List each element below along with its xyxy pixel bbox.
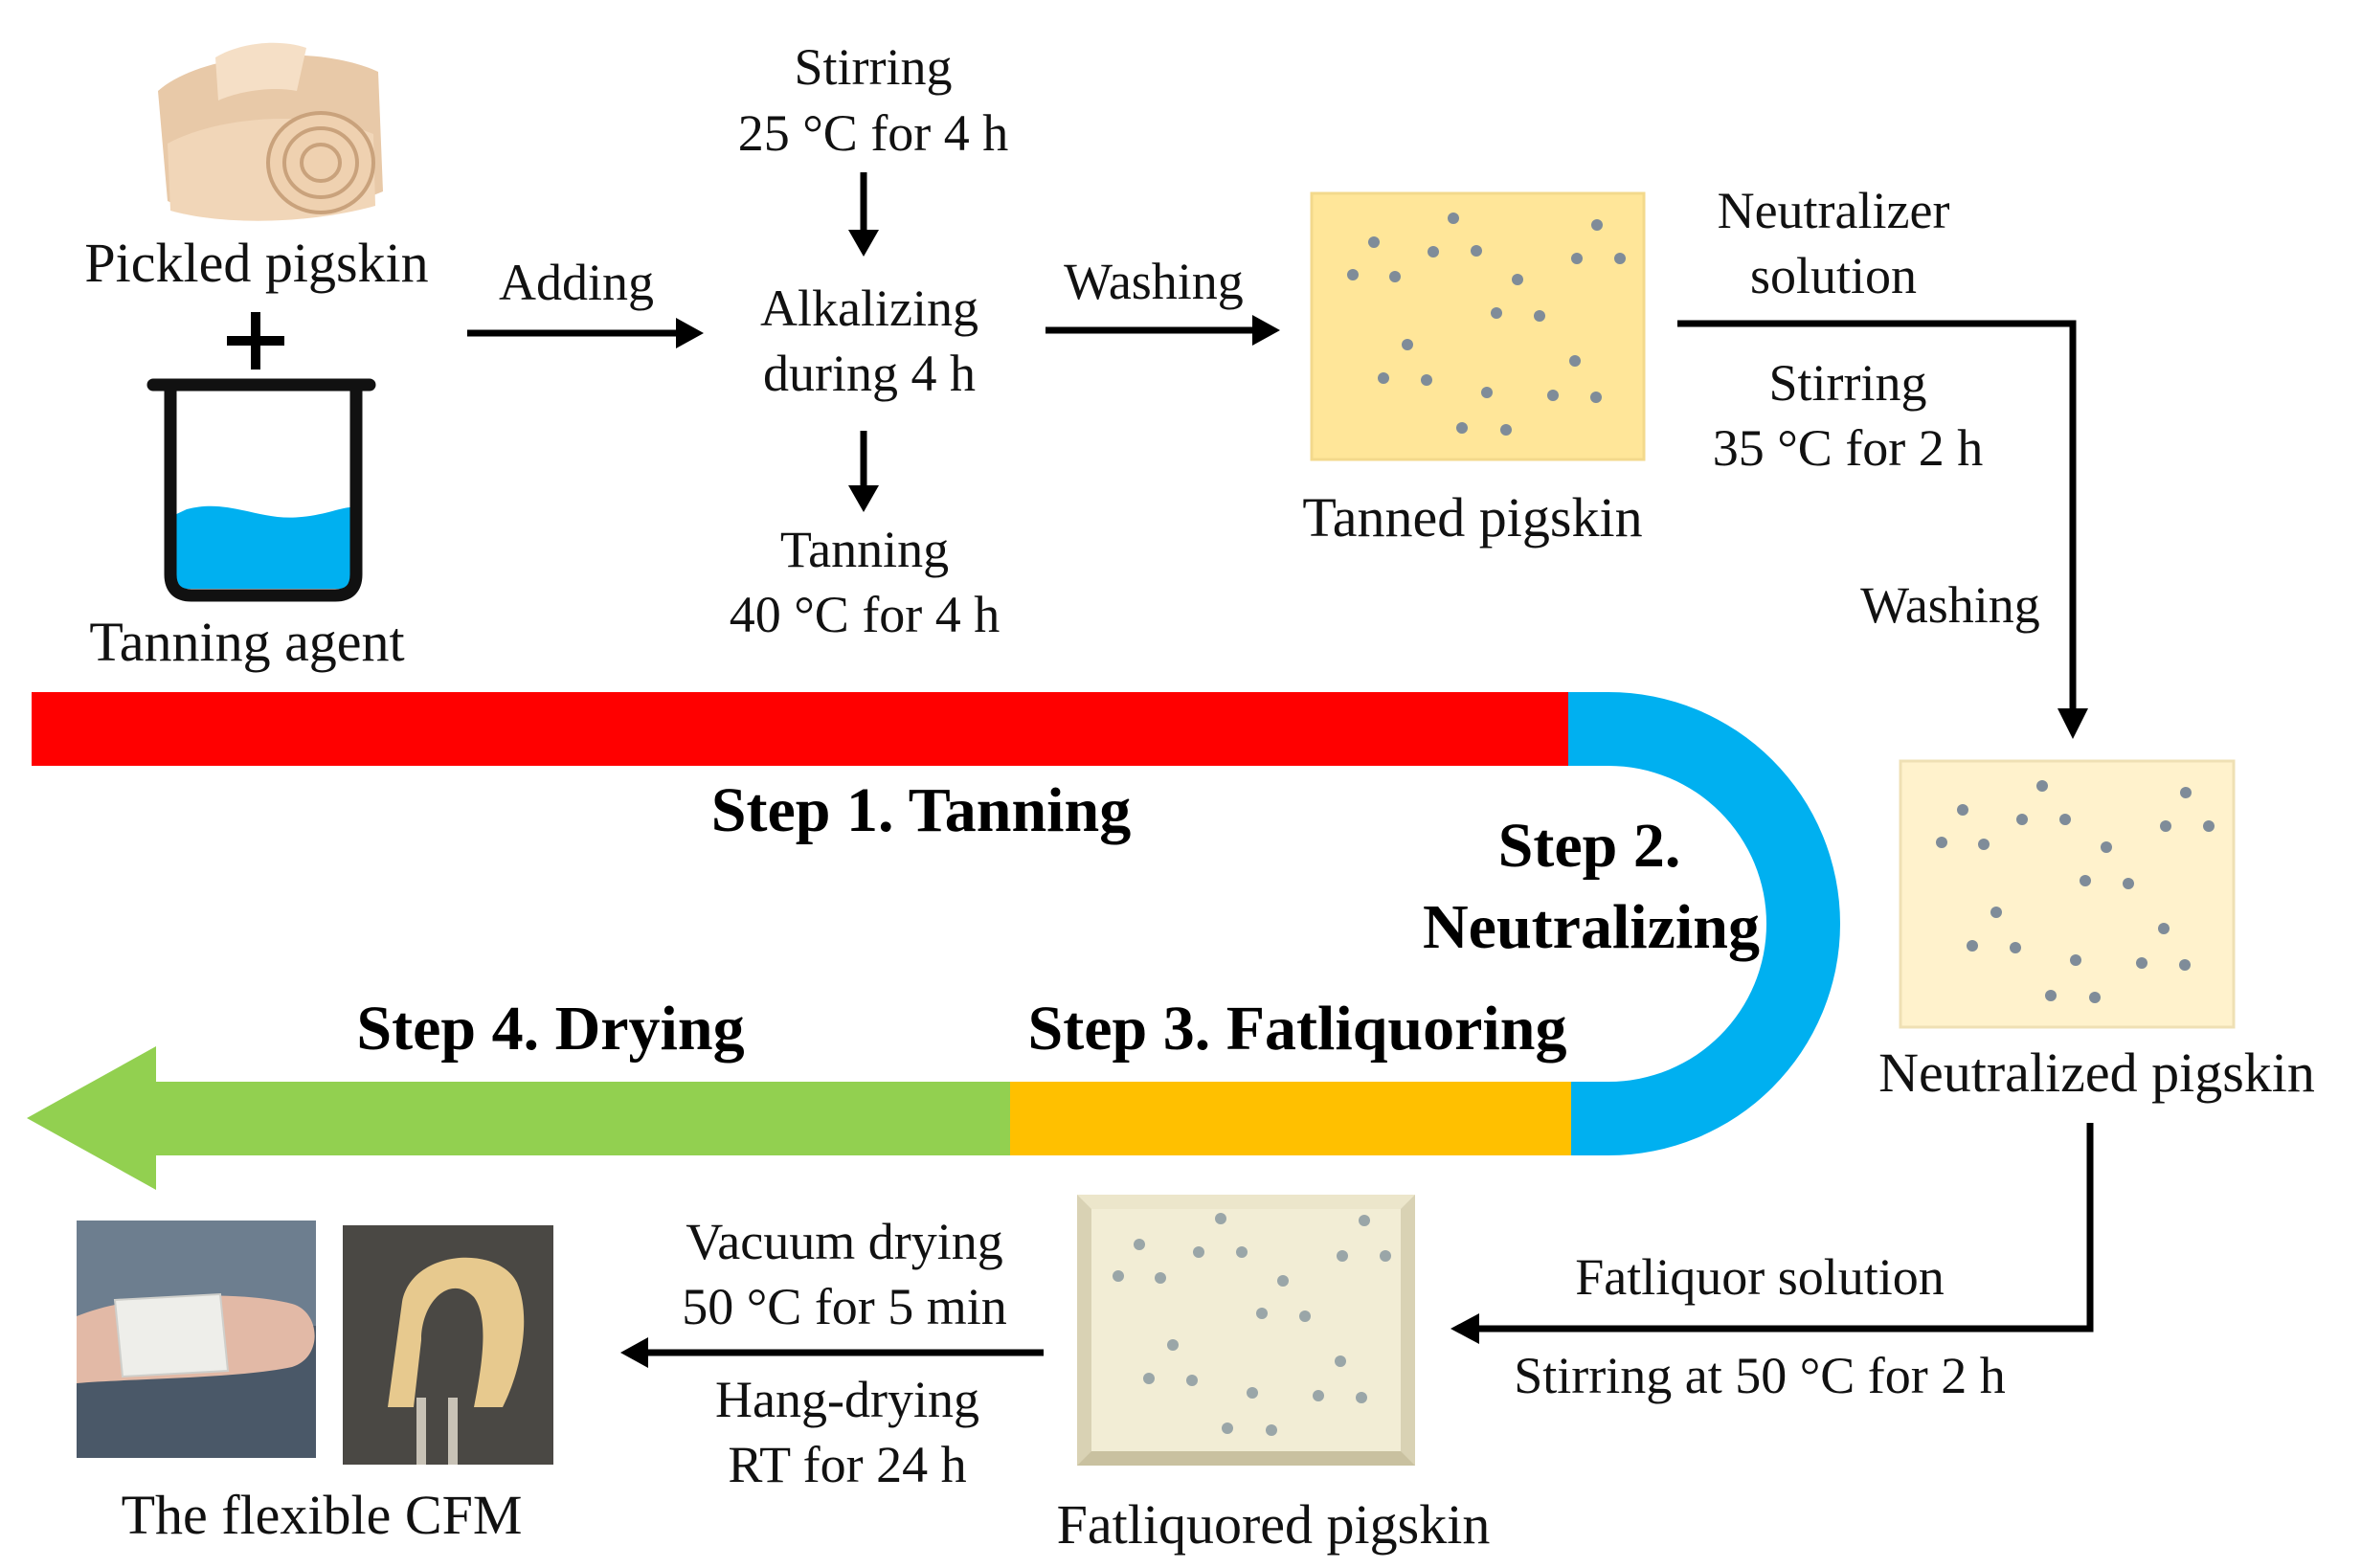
neutralizer-arrow [1677, 320, 2077, 708]
tanning-label: Tanning [780, 521, 949, 578]
neutralizer-arrowhead [2057, 708, 2088, 739]
step-band [27, 692, 1840, 1190]
fatliquoring-band [1008, 1082, 1571, 1155]
drying-arrow-band [27, 1046, 1010, 1190]
tanned-pigskin-dots [1347, 213, 1626, 436]
fatliquored-pigskin-label: Fatliquored pigskin [1057, 1493, 1491, 1556]
drying-arrowhead [620, 1337, 648, 1368]
neutralizer-solution-label: solution [1750, 247, 1917, 304]
rolled-pigskin-photo [158, 42, 383, 221]
pickled-pigskin-label: Pickled pigskin [84, 232, 428, 294]
washing-1-label: Washing [1064, 253, 1244, 310]
fatliquor-solution-label: Fatliquor solution [1575, 1248, 1945, 1306]
stirring-1-condition: 25 °C for 4 h [738, 104, 1009, 162]
fatliquor-arrow [1479, 1123, 2094, 1333]
neutralized-pigskin-label: Neutralized pigskin [1878, 1042, 2315, 1104]
stirring-1-label: Stirring [794, 38, 952, 96]
tanned-pigskin-label: Tanned pigskin [1302, 486, 1642, 549]
tanning-condition: 40 °C for 4 h [730, 586, 1001, 643]
washing-1-arrowhead [1252, 315, 1280, 346]
alkalizing-label: Alkalizing [760, 280, 978, 337]
plus-icon [227, 312, 284, 370]
stirring-fatliquor-label: Stirring at 50 °C for 2 h [1514, 1347, 2006, 1404]
tanning-down-arrowhead [848, 485, 879, 512]
bandaged-finger-photo [77, 1221, 316, 1458]
neutralizing-band [1568, 692, 1840, 1155]
hang-drying-condition: RT for 24 h [728, 1436, 966, 1493]
stirring-2-label: Stirring [1768, 354, 1926, 412]
neutralizer-label: Neutralizer [1718, 182, 1950, 239]
tanned-pigskin-square [1310, 191, 1646, 461]
fatliquor-arrowhead [1450, 1313, 1479, 1344]
alkalizing-duration: during 4 h [763, 345, 976, 402]
step-1-label: Step 1. Tanning [711, 775, 1131, 845]
vacuum-drying-label: Vacuum drying [686, 1213, 1002, 1270]
adding-arrowhead [676, 318, 704, 348]
step-3-label: Step 3. Fatliquoring [1028, 994, 1567, 1064]
step-4-label: Step 4. Drying [356, 994, 744, 1064]
fatliquored-pigskin-dots [1113, 1213, 1391, 1436]
hang-drying-label: Hang-drying [715, 1371, 979, 1428]
washing-2-label: Washing [1860, 576, 2040, 634]
beaker-icon [146, 378, 376, 602]
vacuum-drying-condition: 50 °C for 5 min [682, 1278, 1007, 1335]
step-2-label-line2: Neutralizing [1423, 892, 1760, 962]
adding-label: Adding [499, 254, 654, 311]
bent-cfm-photo [343, 1225, 553, 1465]
tanning-agent-label: Tanning agent [89, 611, 404, 673]
step-2-label-line1: Step 2. [1498, 811, 1681, 881]
stirring-down-arrowhead [848, 230, 879, 257]
flexible-cfm-label: The flexible CFM [122, 1484, 523, 1546]
tanning-band [32, 692, 1568, 766]
neutralized-pigskin-dots [1936, 780, 2215, 1003]
fatliquored-pigskin-square [1077, 1195, 1415, 1466]
stirring-2-condition: 35 °C for 2 h [1713, 419, 1984, 477]
neutralized-pigskin-square [1899, 759, 2236, 1029]
